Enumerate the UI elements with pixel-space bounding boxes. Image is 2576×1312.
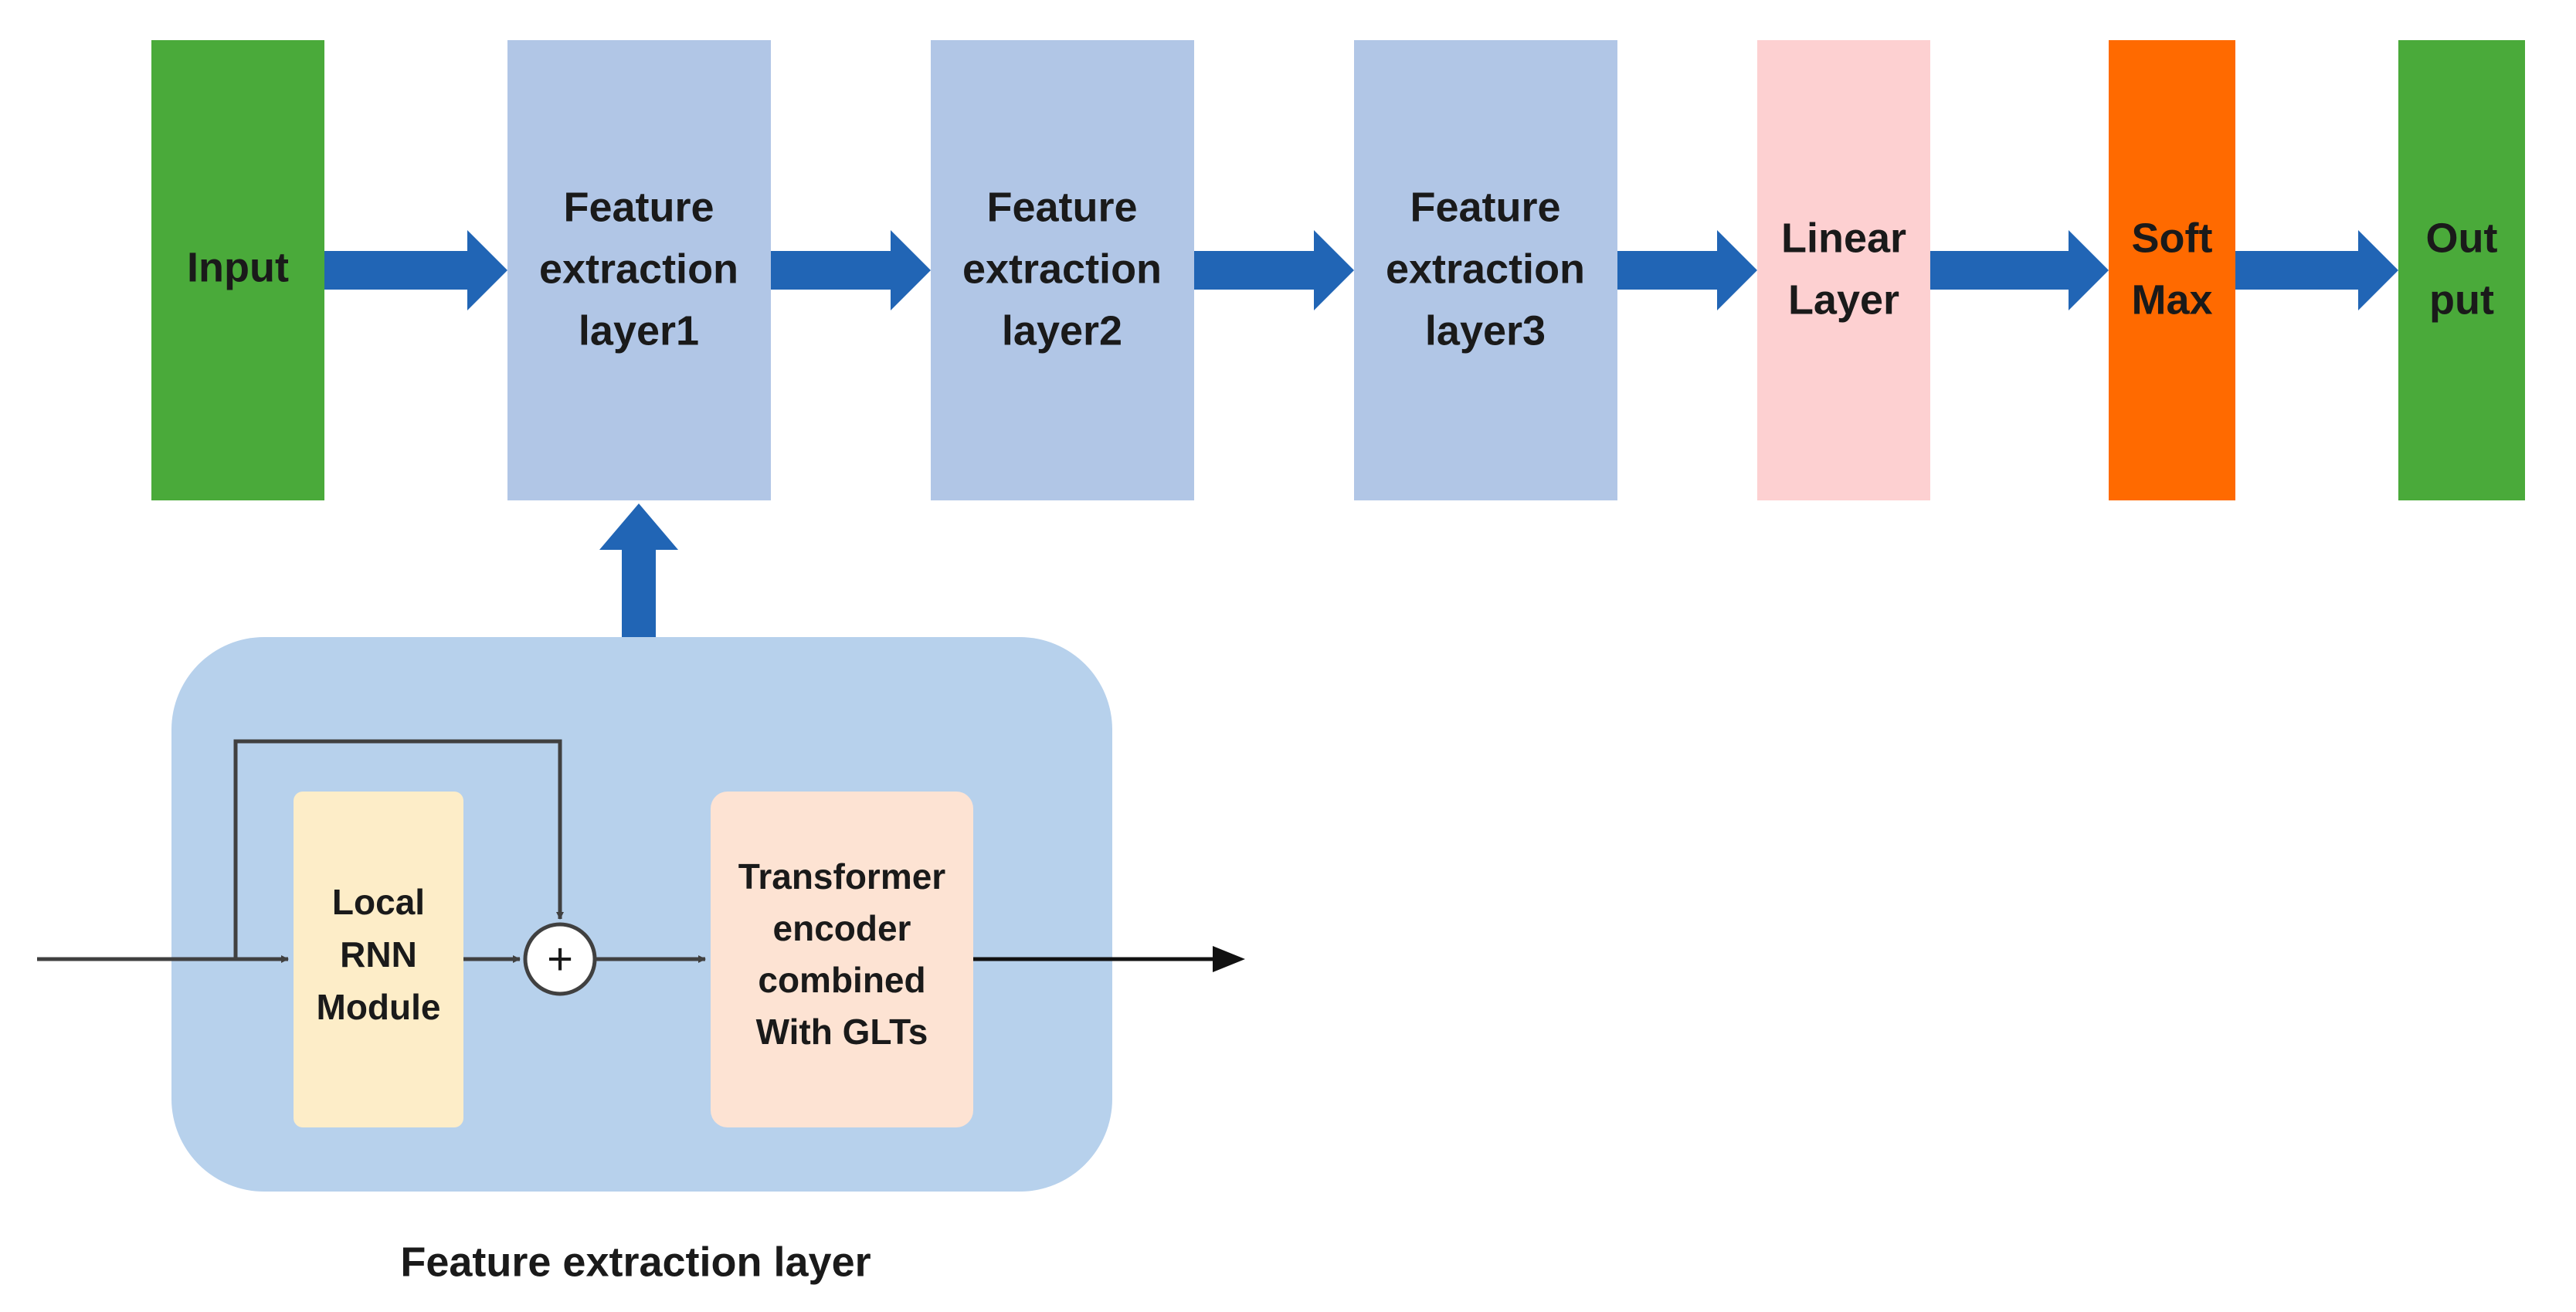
local-rnn-module-block [294,792,463,1127]
arrow-linear-to-softmax [1930,230,2109,310]
skip-connection [233,739,564,959]
fe2-label-line1: Feature [986,184,1137,230]
rnn-label-line2: RNN [340,934,417,975]
fe3-label-line2: extraction [1386,246,1585,292]
transformer-encoder-block [711,792,973,1127]
fe2-label-line3: layer2 [1002,307,1122,354]
softmax-label-line1: Soft [2132,215,2213,261]
fe1-label-line1: Feature [563,184,714,230]
input-block [151,40,324,500]
detail-caption: Feature extraction layer [400,1239,871,1285]
sum-symbol: + [547,934,573,985]
fe2-label-line2: extraction [962,246,1162,292]
feature-extraction-layer2-block [931,40,1194,500]
transformer-label-line3: combined [758,960,925,1000]
top-flow-arrows [324,230,2398,637]
feature-extraction-layer3-block [1354,40,1617,500]
output-arrowhead [1213,946,1245,972]
transformer-label-line1: Transformer [738,856,946,897]
linear-layer-block [1757,40,1930,500]
softmax-block [2109,40,2235,500]
fe3-label-line1: Feature [1410,184,1560,230]
arrow-fe2-to-fe3 [1194,230,1354,310]
input-label: Input [187,244,289,290]
output-label-line2: put [2429,276,2494,323]
transformer-label-line2: encoder [773,908,911,948]
arrow-fe1-to-fe2 [771,230,931,310]
fe1-label-line2: extraction [539,246,738,292]
output-label-line1: Out [2426,215,2498,261]
rnn-label-line3: Module [317,987,441,1027]
arrow-detail-to-fe1 [599,503,678,637]
feature-extraction-layer1-block [507,40,771,500]
arrow-input-to-fe1 [324,230,507,310]
arrow-softmax-to-output [2235,230,2398,310]
rnn-label-line1: Local [332,882,425,922]
transformer-label-line4: With GLTs [756,1012,928,1052]
fe3-label-line3: layer3 [1425,307,1546,354]
softmax-label-line2: Max [2131,276,2212,323]
fe1-label-line3: layer1 [579,307,699,354]
output-block [2398,40,2525,500]
linear-label-line1: Linear [1781,215,1906,261]
arrow-fe3-to-linear [1617,230,1757,310]
linear-label-line2: Layer [1788,276,1899,323]
